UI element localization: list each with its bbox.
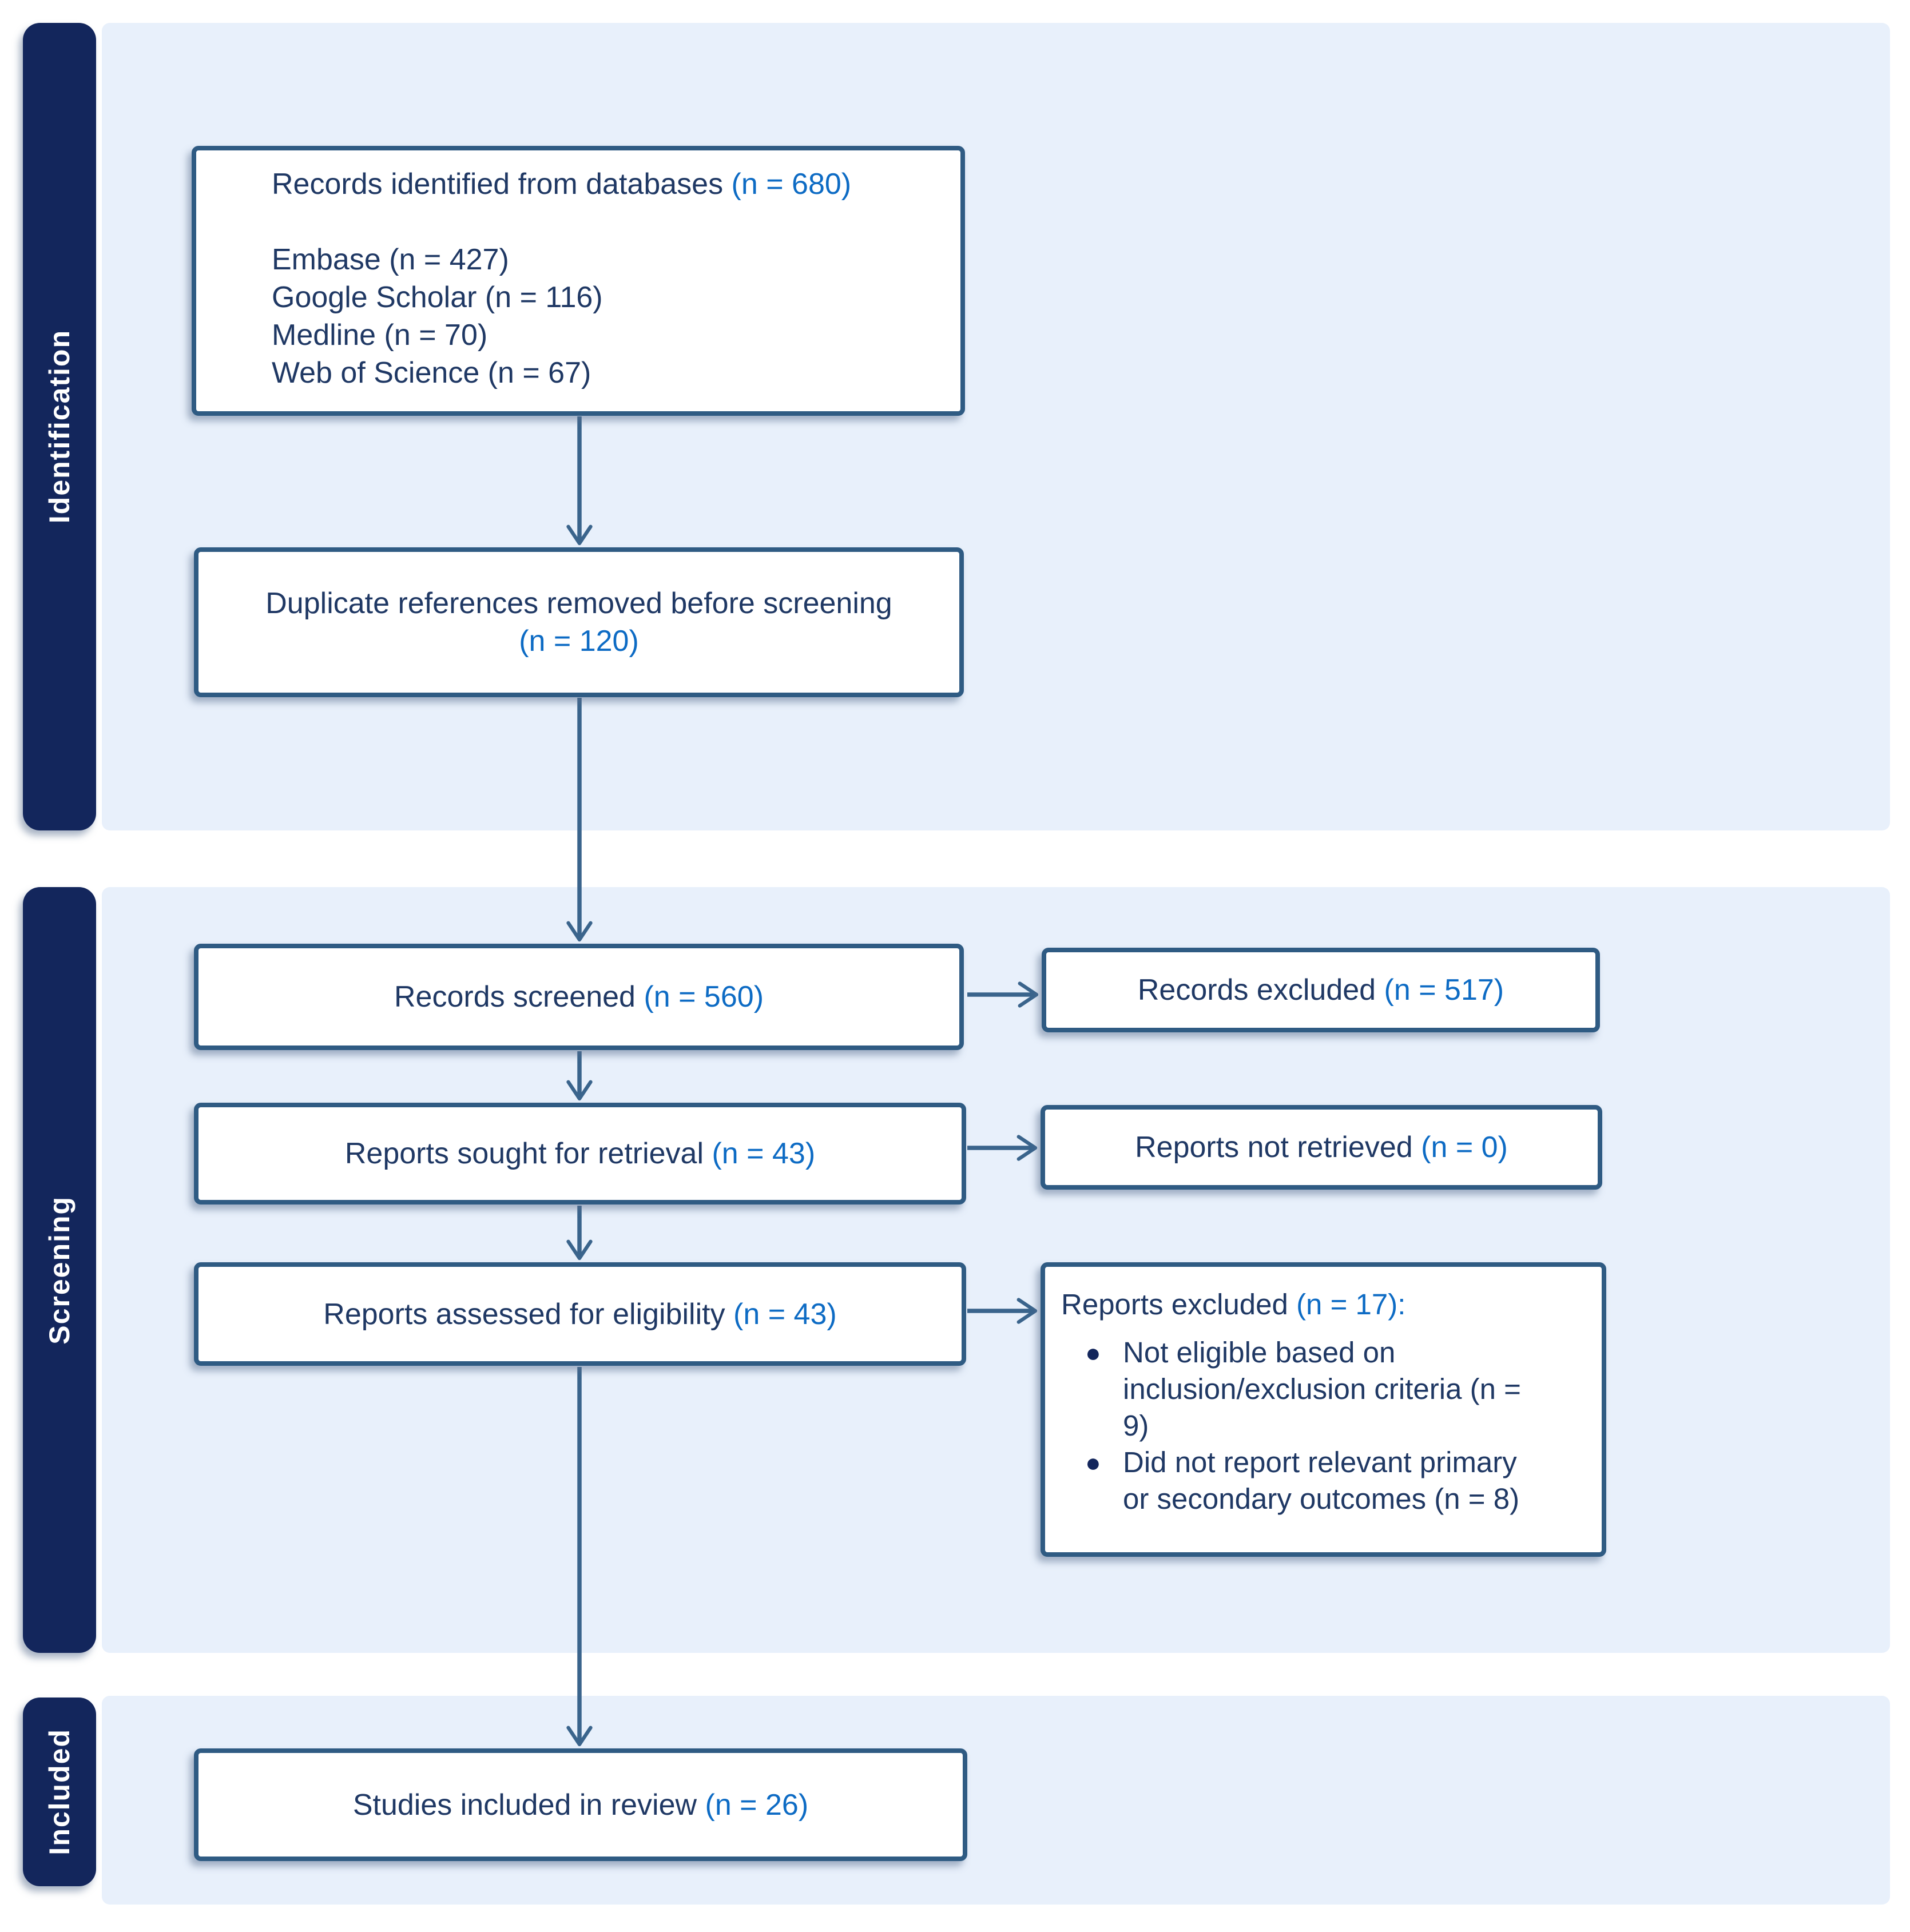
identification-stage-bar: Identification	[23, 23, 96, 830]
reports-not-retrieved-n: (n = 0)	[1421, 1131, 1508, 1164]
duplicates-removed-box: Duplicate references removed before scre…	[194, 547, 964, 697]
bullet-icon: ●	[1085, 1338, 1101, 1367]
records-identified-n: (n = 680)	[731, 168, 852, 201]
included-stage-bar: Included	[23, 1698, 96, 1886]
exclusion-reason-text: Not eligible based on inclusion/exclusio…	[1123, 1336, 1521, 1442]
reports-sought-box: Reports sought for retrieval (n = 43)	[194, 1103, 966, 1204]
studies-included-box: Studies included in review (n = 26)	[194, 1748, 967, 1861]
records-excluded-n: (n = 517)	[1384, 973, 1504, 1007]
reports-sought-title: Reports sought for retrieval	[344, 1137, 712, 1170]
reports-not-retrieved-box: Reports not retrieved (n = 0)	[1041, 1105, 1602, 1190]
records-excluded-title: Records excluded	[1137, 973, 1384, 1007]
exclusion-reason-item: ● Not eligible based on inclusion/exclus…	[1085, 1334, 1587, 1444]
records-identified-title: Records identified from databases (n = 6…	[272, 168, 852, 201]
included-stage-label: Included	[43, 1728, 76, 1855]
records-screened-n: (n = 560)	[644, 980, 764, 1013]
exclusion-reason-item: ● Did not report relevant primary or sec…	[1085, 1444, 1587, 1517]
screening-stage-bar: Screening	[23, 887, 96, 1653]
reports-assessed-n: (n = 43)	[733, 1297, 837, 1331]
reports-sought-n: (n = 43)	[712, 1137, 816, 1170]
source-google-scholar: Google Scholar (n = 116)	[272, 281, 603, 314]
duplicates-removed-n: (n = 120)	[519, 625, 639, 658]
records-screened-title: Records screened	[394, 980, 644, 1013]
screening-stage-label: Screening	[43, 1195, 76, 1345]
records-screened-box: Records screened (n = 560)	[194, 944, 964, 1050]
exclusion-reason-text: Did not report relevant primary or secon…	[1123, 1446, 1520, 1515]
reports-excluded-n: (n = 17):	[1296, 1288, 1406, 1321]
reports-not-retrieved-title: Reports not retrieved	[1135, 1131, 1421, 1164]
bullet-icon: ●	[1085, 1448, 1101, 1477]
exclusion-reason-list: ● Not eligible based on inclusion/exclus…	[1061, 1334, 1587, 1517]
source-web-of-science: Web of Science (n = 67)	[272, 356, 591, 389]
reports-assessed-title: Reports assessed for eligibility	[323, 1297, 734, 1331]
source-medline: Medline (n = 70)	[272, 319, 488, 352]
duplicates-removed-title: Duplicate references removed before scre…	[265, 587, 892, 620]
identification-band-panel	[102, 23, 1890, 830]
records-identified-box: Records identified from databases (n = 6…	[192, 146, 965, 416]
reports-excluded-title: Reports excluded (n = 17):	[1061, 1288, 1406, 1321]
identification-stage-label: Identification	[43, 329, 76, 524]
studies-included-n: (n = 26)	[705, 1788, 809, 1822]
studies-included-title: Studies included in review	[352, 1788, 705, 1822]
reports-excluded-box: Reports excluded (n = 17): ● Not eligibl…	[1041, 1262, 1606, 1557]
source-embase: Embase (n = 427)	[272, 243, 509, 276]
records-excluded-box: Records excluded (n = 517)	[1042, 948, 1600, 1032]
blank-line	[272, 203, 938, 241]
reports-assessed-box: Reports assessed for eligibility (n = 43…	[194, 1262, 966, 1366]
